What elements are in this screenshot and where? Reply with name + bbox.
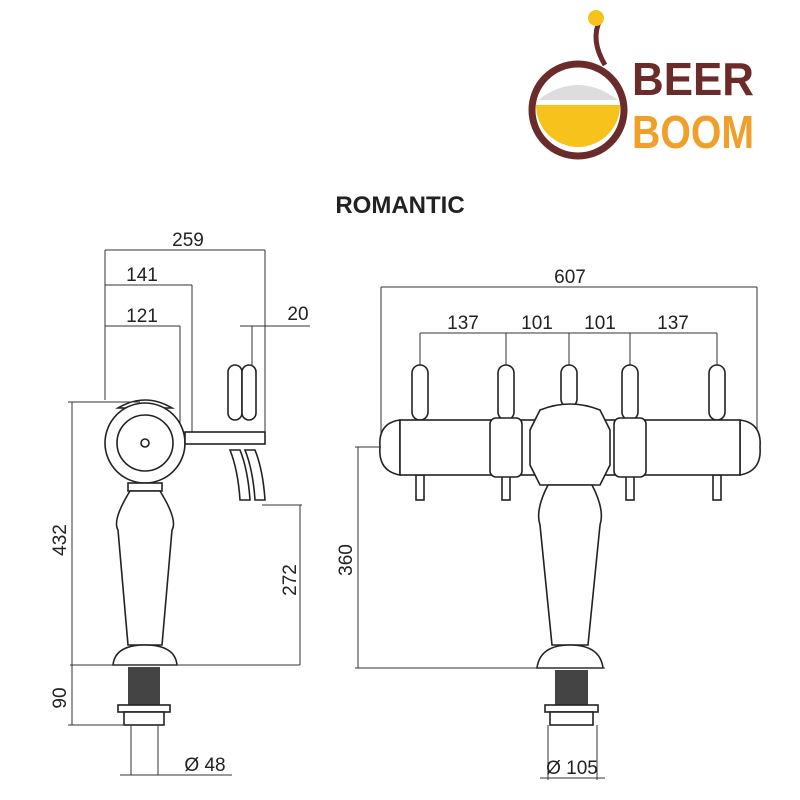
dim-607: 607 xyxy=(554,267,586,288)
logo-line2: BOOM xyxy=(632,106,754,158)
beer-boom-logo: BEER BOOM xyxy=(528,10,754,160)
side-view: 259 141 121 20 Ø 48 432 90 272 xyxy=(50,230,310,776)
dim-272: 272 xyxy=(280,564,301,596)
logo-fuse xyxy=(593,18,608,67)
dim-141: 141 xyxy=(126,265,158,286)
dim-121: 121 xyxy=(126,306,158,327)
dim-101-left: 101 xyxy=(521,313,553,334)
dim-137-right: 137 xyxy=(657,313,689,334)
dim-101-right: 101 xyxy=(584,313,616,334)
logo-line1: BEER xyxy=(632,53,754,105)
dim-48: Ø 48 xyxy=(184,755,225,776)
dim-105: Ø 105 xyxy=(546,758,598,779)
front-view: 607 137 101 101 137 360 xyxy=(336,267,761,780)
logo-beer xyxy=(536,105,620,147)
dim-137-left: 137 xyxy=(447,313,479,334)
product-title: ROMANTIC xyxy=(335,192,464,219)
dim-259: 259 xyxy=(172,230,204,251)
dim-432: 432 xyxy=(50,524,71,556)
dim-360: 360 xyxy=(336,544,357,576)
dim-90: 90 xyxy=(50,687,71,708)
logo-foam xyxy=(538,85,618,100)
logo-spark xyxy=(588,10,604,26)
logo-ring xyxy=(528,60,628,160)
dim-20: 20 xyxy=(287,304,308,325)
